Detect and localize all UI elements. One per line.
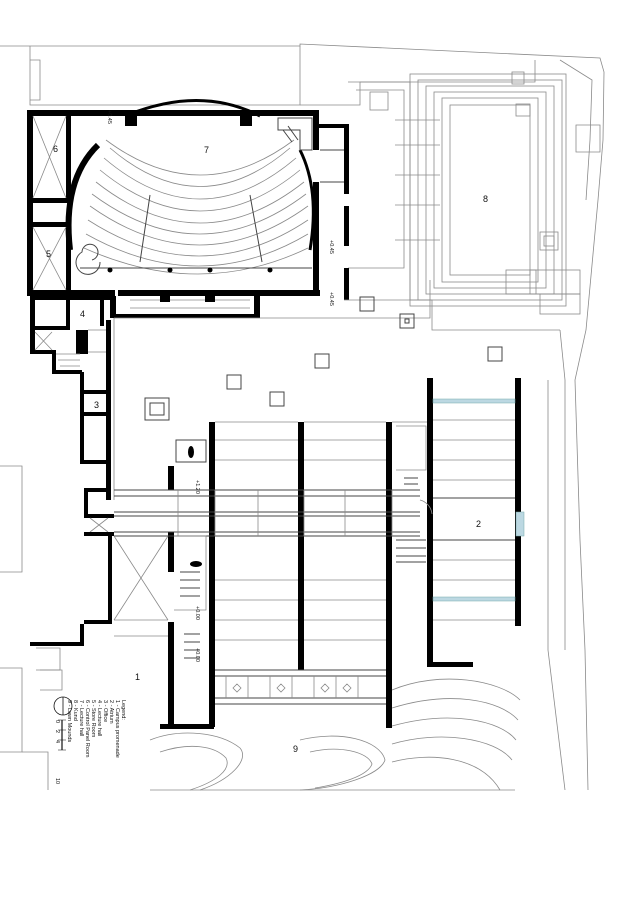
- legend-item: 2 - Atrium: [108, 700, 114, 724]
- level-marks: +0.45 +0.45 +1.20 +0.00 +0.00 +0.45: [106, 110, 334, 662]
- level-mark: +1.20: [194, 480, 200, 494]
- room-labels: 1 2 3 4 5 6 7 8 9: [46, 144, 488, 754]
- legend-item: 5 - Store Room: [90, 700, 96, 738]
- room-number-7: 7: [204, 145, 209, 155]
- room-number-5: 5: [46, 249, 51, 259]
- auditorium: [27, 99, 349, 318]
- room-number-4: 4: [80, 309, 85, 319]
- level-mark: +0.00: [194, 606, 200, 620]
- room-number-6: 6: [53, 144, 58, 154]
- level-mark: +0.45: [106, 110, 112, 124]
- legend-item: 7 - Lecture hall: [78, 700, 84, 736]
- site-context: [0, 43, 605, 791]
- legend-item: 9 - Lawn Mounds: [66, 700, 72, 742]
- scale-tick: 2: [54, 730, 60, 733]
- lawn-area: [149, 669, 521, 791]
- scale-tick: 4: [54, 740, 60, 743]
- room-number-9: 9: [293, 744, 298, 754]
- legend-item: 3 - Office: [102, 700, 108, 722]
- level-mark: +0.45: [328, 240, 334, 254]
- scale-bar: 0 2 4 10: [54, 719, 66, 784]
- room-number-2: 2: [476, 519, 481, 529]
- legend-item: 4 - Lecture hall: [96, 700, 102, 736]
- scale-tick: 10: [54, 778, 60, 784]
- room-number-3: 3: [94, 400, 99, 410]
- level-mark: +0.00: [194, 648, 200, 662]
- legend: Legend: 1 - Campus promenade 2 - Atrium …: [66, 700, 126, 758]
- room-number-8: 8: [483, 194, 488, 204]
- atrium-structure: [113, 280, 525, 729]
- legend-item: 6 - Control Panel Room: [84, 700, 90, 758]
- north-arrow: [53, 696, 73, 716]
- level-mark: +0.45: [328, 292, 334, 306]
- kund-steps: [348, 71, 581, 331]
- service-block: [30, 296, 114, 646]
- legend-item: 8 - Kund: [72, 700, 78, 721]
- legend-item: 1 - Campus promenade: [114, 700, 120, 758]
- room-number-1: 1: [135, 672, 140, 682]
- legend-title: Legend:: [120, 700, 126, 720]
- scale-tick: 0: [54, 720, 60, 723]
